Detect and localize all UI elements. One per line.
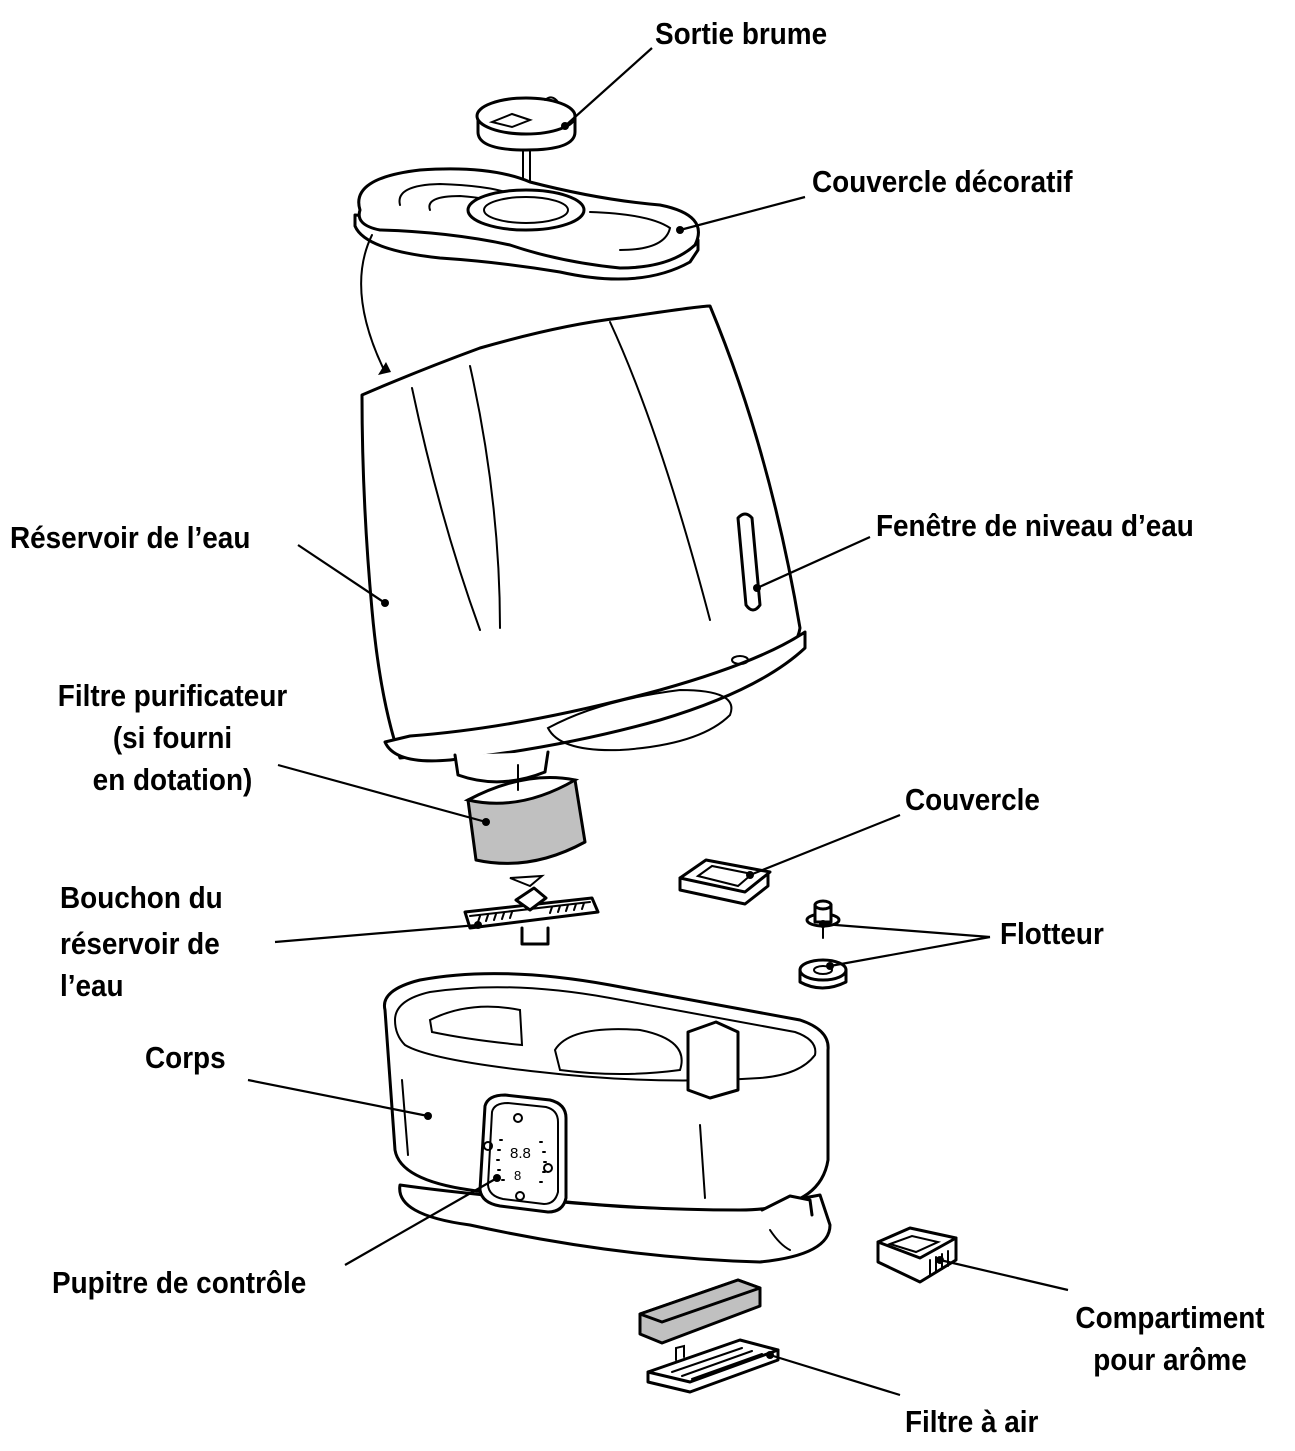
label-bouchon-1: Bouchon du	[60, 880, 223, 915]
label-bouchon-2: réservoir de	[60, 926, 220, 961]
label-fenetre-niveau: Fenêtre de niveau d’eau	[876, 508, 1194, 543]
tank-cap-part	[463, 874, 600, 946]
label-filtre-purificateur-2: (si fourni	[112, 720, 233, 755]
aroma-compartment-part	[876, 1226, 958, 1284]
label-corps: Corps	[145, 1040, 226, 1075]
water-tank-part	[360, 304, 807, 784]
label-filtre-purificateur-1: Filtre purificateur	[57, 678, 288, 713]
label-couvercle-decoratif: Couvercle décoratif	[812, 164, 1073, 199]
label-sortie-brume: Sortie brume	[655, 16, 828, 51]
mist-outlet-part	[475, 96, 577, 216]
decorative-lid-part	[353, 167, 700, 375]
air-filter-tray-part	[646, 1338, 780, 1394]
label-compartiment-2: pour arôme	[1093, 1342, 1247, 1377]
air-filter-pad-part	[638, 1278, 762, 1345]
svg-text:8.8: 8.8	[510, 1145, 531, 1162]
body-part	[382, 972, 832, 1264]
label-bouchon-3: l’eau	[60, 968, 124, 1003]
label-flotteur: Flotteur	[1000, 916, 1104, 951]
float-part	[798, 899, 848, 990]
label-couvercle: Couvercle	[905, 782, 1040, 817]
label-filtre-air: Filtre à air	[905, 1404, 1039, 1439]
control-panel-part: 8.8 8	[478, 1093, 568, 1214]
label-compartiment-1: Compartiment	[1075, 1300, 1265, 1335]
purifier-filter-part	[463, 764, 587, 865]
label-reservoir: Réservoir de l’eau	[10, 520, 251, 555]
small-cover-part	[678, 858, 772, 906]
leader-lines	[247, 47, 1069, 1397]
svg-text:8: 8	[514, 1168, 521, 1183]
label-pupitre: Pupitre de contrôle	[52, 1265, 307, 1300]
label-filtre-purificateur-3: en dotation)	[92, 762, 253, 797]
